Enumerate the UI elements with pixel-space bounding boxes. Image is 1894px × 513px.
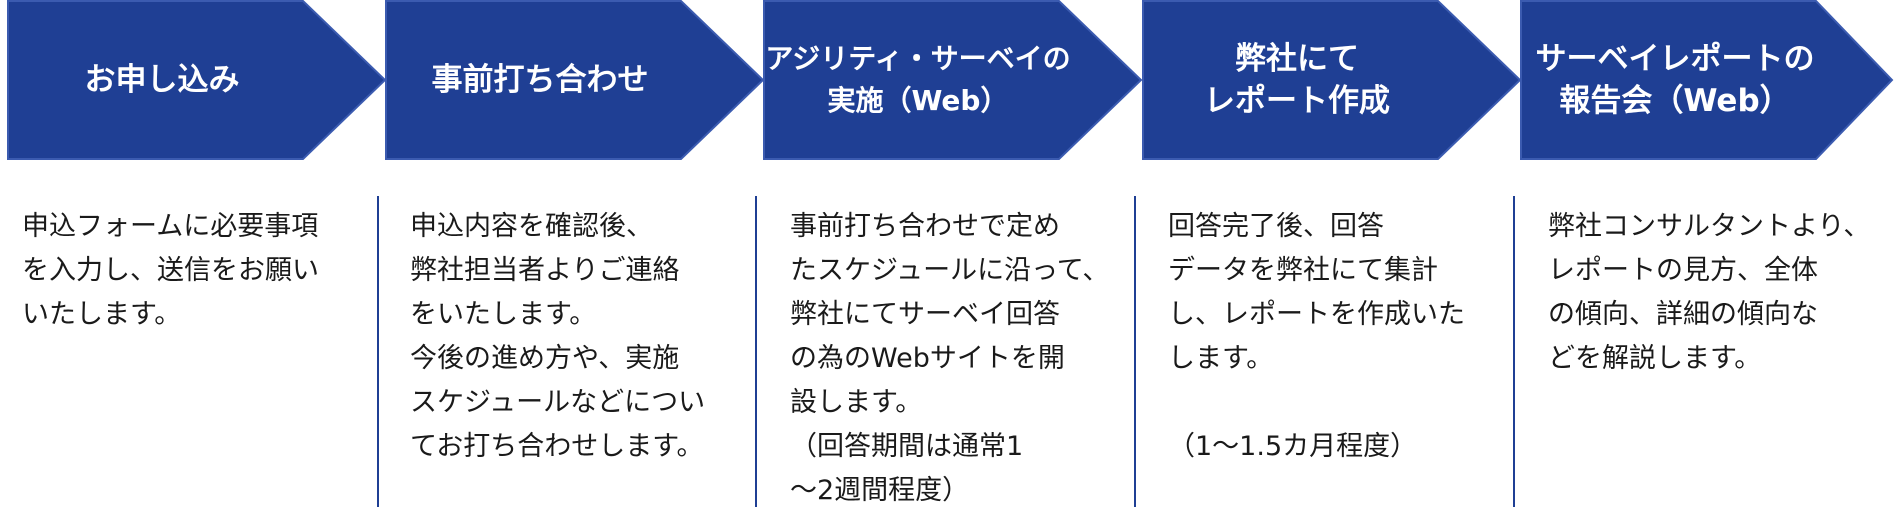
step-1-chevron: お申し込み [7,0,387,160]
step-5-chevron: サーベイレポートの 報告会（Web） [1520,0,1894,160]
step-3-chevron: アジリティ・サーベイの 実施（Web） [763,0,1143,160]
step-3-description: 事前打ち合わせで定め たスケジュールに沿って、 弊社にてサーベイ回答 の為のWe… [790,211,1110,506]
step-2-chevron: 事前打ち合わせ [385,0,765,160]
step-4-chevron: 弊社にて レポート作成 [1142,0,1522,160]
column-divider [1134,196,1136,507]
step-4-title: 弊社にて レポート作成 [1204,41,1390,119]
step-3-title: アジリティ・サーベイの 実施（Web） [765,42,1071,117]
step-5-description: 弊社コンサルタントより、 レポートの見方、全体 の傾向、詳細の傾向な どを解説し… [1548,211,1871,374]
column-divider [1513,196,1515,507]
step-4-description: 回答完了後、回答 データを弊社にて集計 し、レポートを作成いた します。 （1～… [1168,211,1465,462]
chevron-arrow-shape [7,0,387,160]
step-2-description: 申込内容を確認後、 弊社担当者よりご連絡 をいたします。 今後の進め方や、実施 … [410,211,706,462]
chevron-arrow-shape [1142,0,1522,160]
column-divider [755,196,757,507]
column-divider [377,196,379,507]
step-1-description: 申込フォームに必要事項 を入力し、送信をお願い いたします。 [22,211,319,330]
step-5-title: サーベイレポートの 報告会（Web） [1535,41,1815,119]
chevron-arrow-shape [1520,0,1894,160]
step-2-title: 事前打ち合わせ [431,62,649,98]
step-1-title: お申し込み [84,62,240,98]
chevron-arrow-shape [385,0,765,160]
chevron-arrow-shape [763,0,1143,160]
